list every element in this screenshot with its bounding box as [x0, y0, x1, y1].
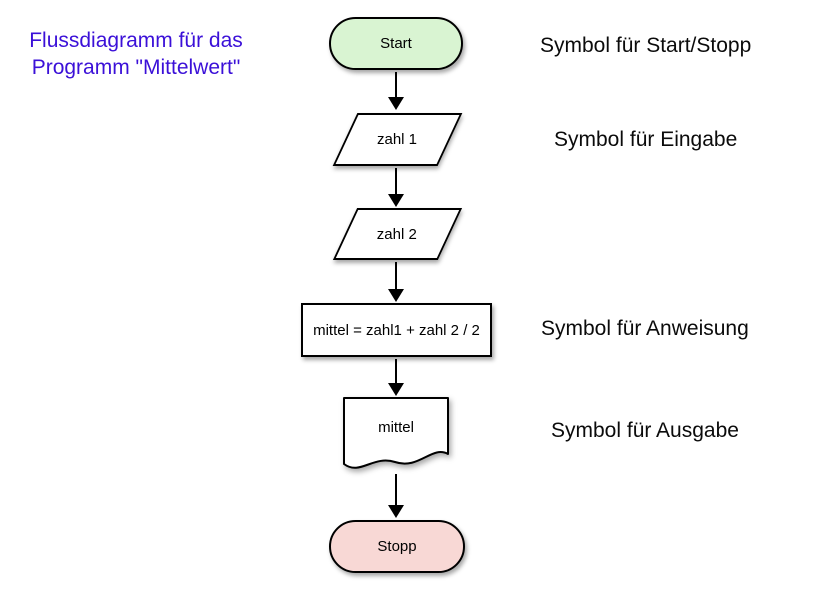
output-label: mittel [378, 419, 414, 436]
input-zahl1-label: zahl 1 [377, 131, 418, 148]
legend-label-ausgabe: Symbol für Ausgabe [551, 419, 739, 442]
arrow-head-icon [388, 194, 404, 207]
arrow-shaft [395, 474, 397, 507]
output-document-shape: mittel [342, 397, 450, 479]
arrow-head-icon [388, 97, 404, 110]
input-zahl2-parallelogram: zahl 2 [332, 208, 463, 260]
process-rectangle: mittel = zahl1 + zahl 2 / 2 [301, 303, 492, 357]
connector-start-to-input1 [387, 72, 405, 110]
process-label: mittel = zahl1 + zahl 2 / 2 [313, 321, 480, 339]
arrow-head-icon [388, 289, 404, 302]
legend-label-start-stopp: Symbol für Start/Stopp [540, 34, 752, 57]
diagram-title-line1: Flussdiagramm für das [29, 29, 243, 52]
connector-input1-to-input2 [387, 168, 405, 207]
diagram-title-line2: Programm "Mittelwert" [31, 56, 241, 79]
input-zahl1-parallelogram: zahl 1 [332, 113, 463, 166]
stop-label: Stopp [377, 538, 417, 555]
arrow-shaft [395, 262, 397, 291]
arrow-shaft [395, 72, 397, 99]
arrow-shaft [395, 359, 397, 385]
arrow-head-icon [388, 383, 404, 396]
document-shape-icon [343, 397, 449, 469]
arrow-head-icon [388, 505, 404, 518]
legend-label-anweisung: Symbol für Anweisung [541, 317, 749, 340]
start-terminator-shape: Start [329, 17, 463, 70]
connector-output-to-stop [387, 474, 405, 518]
legend-label-eingabe: Symbol für Eingabe [554, 128, 738, 151]
diagram-title: Flussdiagramm für das Programm "Mittelwe… [8, 27, 264, 81]
connector-input2-to-process [387, 262, 405, 302]
start-label: Start [380, 35, 412, 52]
input-zahl2-label: zahl 2 [377, 225, 418, 243]
stop-terminator-shape: Stopp [329, 520, 465, 573]
connector-process-to-output [387, 359, 405, 396]
arrow-shaft [395, 168, 397, 196]
